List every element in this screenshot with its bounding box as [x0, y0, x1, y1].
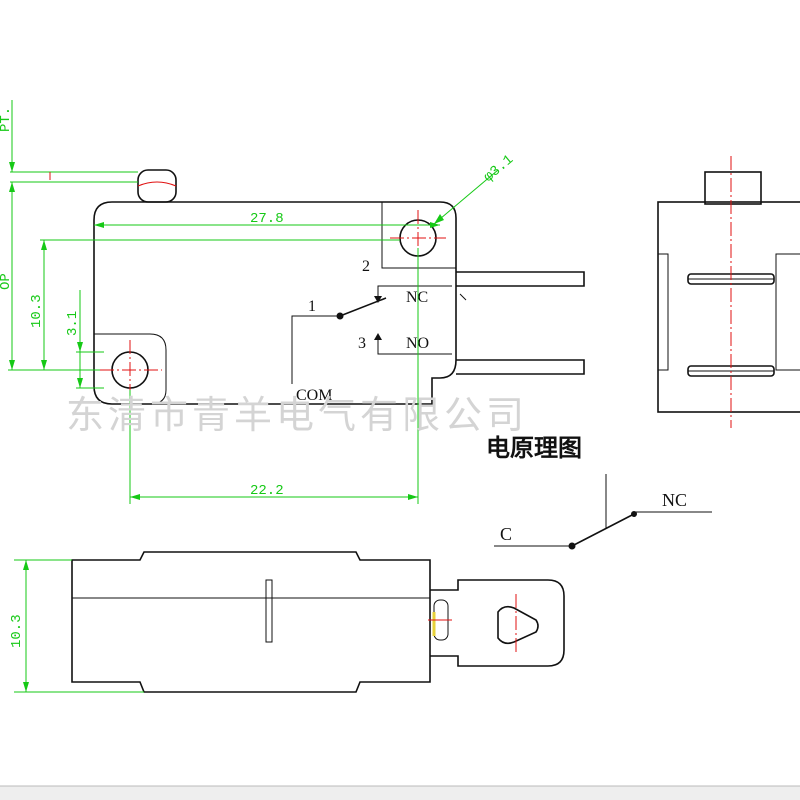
dim-arrow [23, 560, 29, 570]
side-view: 10.3 [9, 551, 565, 693]
bottom-scroll-strip [0, 786, 800, 800]
dim-arrow [430, 222, 440, 228]
terminal-mark [459, 293, 467, 301]
side-view-rib [265, 579, 273, 643]
dim-arrow [408, 494, 418, 500]
terminal-1-label: 1 [308, 298, 316, 315]
dim-arrow [94, 222, 104, 228]
terminal-lower [456, 359, 585, 375]
end-view-plunger [704, 171, 762, 205]
dim-height-text: 10.3 [29, 294, 45, 328]
switch-body-outline [93, 201, 457, 405]
terminal-upper [456, 271, 585, 287]
dim-arrow [41, 240, 47, 250]
dim-hole-text: φ3.1 [481, 152, 517, 186]
dim-arrow [9, 182, 15, 192]
end-view-body [657, 201, 800, 413]
plunger [137, 169, 177, 203]
watermark-text: 东清市青羊电气有限公司 [66, 393, 528, 437]
terminal-3-label: 3 [358, 335, 366, 352]
schematic-nc-label: NC [662, 490, 687, 510]
no-wire [377, 340, 452, 355]
dim-arrow [9, 360, 15, 370]
dim-leader-hole [433, 169, 499, 225]
dim-op-text: OP [0, 273, 14, 290]
top-view-dimensions: 27.8 φ3.1 PT. OP 10.3 3.1 [0, 100, 517, 504]
dim-side-height-text: 10.3 [9, 614, 25, 648]
nc-contact-arrow [374, 296, 382, 303]
dim-arrow [23, 682, 29, 692]
end-view-left-rail [658, 253, 669, 371]
schematic: 电原理图 C NC [486, 434, 712, 550]
mount-box-right [381, 202, 456, 269]
no-contact-arrow [374, 333, 382, 340]
end-view [657, 156, 800, 428]
dim-small-text: 3.1 [65, 311, 81, 336]
dim-bottom-text: 22.2 [250, 483, 284, 499]
nc-wire [377, 285, 452, 296]
nc-label: NC [406, 289, 428, 306]
dim-arrow [77, 378, 83, 388]
dim-arrow [9, 162, 15, 172]
mount-box-left [94, 333, 167, 405]
dim-arrow [434, 214, 444, 224]
schematic-title: 电原理图 [486, 434, 582, 462]
schematic-blade [571, 513, 635, 547]
com-label: COM [296, 387, 332, 404]
dim-arrow [41, 360, 47, 370]
end-view-right-rail [775, 253, 800, 371]
side-view-terminal [430, 579, 565, 667]
com-wire [291, 315, 340, 384]
side-view-terminal-hole [497, 605, 539, 645]
top-view: 1 2 3 NC NO COM [93, 169, 585, 405]
schematic-c-label: C [500, 524, 512, 544]
terminal-2-label: 2 [362, 258, 370, 275]
side-view-body [71, 551, 431, 693]
plunger-center-arc [137, 181, 177, 187]
dim-pt-text: PT. [0, 107, 14, 132]
com-node [336, 312, 344, 320]
dim-length-text: 27.8 [250, 211, 284, 227]
dim-arrow [130, 494, 140, 500]
dim-arrow [77, 342, 83, 352]
